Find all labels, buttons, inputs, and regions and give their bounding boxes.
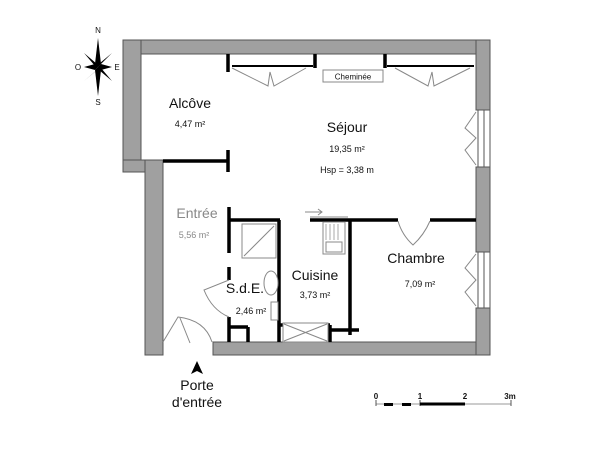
shower	[241, 223, 277, 259]
room-entree-area: 5,56 m²	[179, 230, 210, 240]
door-chambre[interactable]	[397, 220, 431, 246]
room-entree-name: Entrée	[176, 205, 217, 221]
room-alcove-area: 4,47 m²	[175, 119, 206, 129]
arrow-icon	[305, 208, 348, 218]
scale-bar: 0 1 2 3m	[374, 392, 516, 406]
room-alcove-name: Alcôve	[169, 95, 211, 111]
room-chambre-name: Chambre	[387, 250, 445, 266]
kitchen-window-vent	[282, 322, 329, 343]
kitchen-sink	[322, 221, 346, 255]
compass-north: N	[95, 26, 101, 35]
scale-tick-3: 3m	[504, 392, 516, 401]
compass-south: S	[95, 98, 100, 107]
room-cuisine-name: Cuisine	[292, 267, 339, 283]
fireplace: Cheminée	[322, 69, 384, 83]
window-chambre	[464, 251, 491, 309]
scale-tick-0: 0	[374, 392, 379, 401]
room-sejour-name: Séjour	[327, 119, 368, 135]
compass-east: E	[114, 63, 119, 72]
window-top-right	[387, 65, 474, 87]
entrance-label-line1: Porte	[180, 377, 214, 393]
entrance-label-line2: d'entrée	[172, 394, 222, 410]
compass-rose-icon: N S E O	[75, 26, 120, 107]
compass-west: O	[75, 63, 81, 72]
scale-tick-2: 2	[463, 392, 468, 401]
room-chambre-area: 7,09 m²	[405, 279, 436, 289]
door-entrance[interactable]	[162, 316, 213, 344]
fireplace-label: Cheminée	[335, 73, 372, 82]
door-sde[interactable]	[203, 279, 230, 318]
room-sde-area: 2,46 m²	[236, 306, 267, 316]
window-sejour	[464, 109, 491, 168]
exterior-walls	[122, 39, 491, 356]
room-sejour-height: Hsp = 3,38 m	[320, 165, 374, 175]
window-top-left	[231, 65, 313, 87]
room-cuisine-area: 3,73 m²	[300, 290, 331, 300]
room-sde-name: S.d.E.	[226, 280, 264, 296]
scale-tick-1: 1	[418, 392, 423, 401]
toilet-basin	[263, 270, 279, 321]
room-sejour-area: 19,35 m²	[329, 144, 365, 154]
entrance-arrow-icon	[191, 361, 203, 374]
